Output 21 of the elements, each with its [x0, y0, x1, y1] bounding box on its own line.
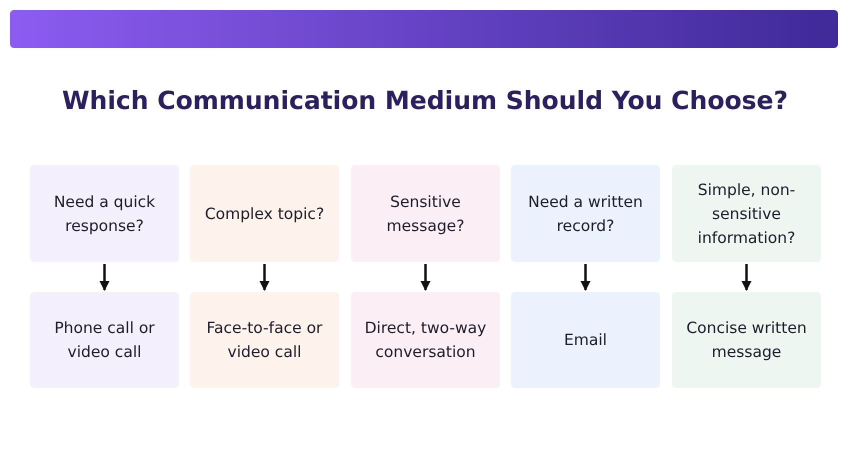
answer-box [351, 292, 500, 388]
arrow [100, 264, 110, 291]
box-text: Need a quick response? [52, 192, 156, 236]
box-text: Face-to-face or video call [206, 318, 324, 363]
arrow [742, 264, 752, 291]
arrow [580, 264, 590, 291]
box-text: Complex topic? [204, 204, 324, 224]
box-text: Phone call or video call [53, 318, 156, 363]
box-text: Simple, non-sensitive information? [696, 180, 796, 248]
title: Which Communication Medium Should You Choose? [60, 86, 790, 115]
box-text: Direct, two-way conversation [364, 318, 488, 363]
answer-box [672, 292, 821, 388]
answer-box [511, 292, 660, 388]
arrow [260, 264, 270, 291]
box-text: Need a written record? [527, 192, 644, 236]
box-text: Concise written message [685, 318, 808, 363]
answer-box [190, 292, 339, 388]
arrow [420, 264, 430, 291]
answer-box [30, 292, 179, 388]
box-text: Email [564, 330, 607, 351]
box-text: Sensitive message? [386, 192, 466, 236]
